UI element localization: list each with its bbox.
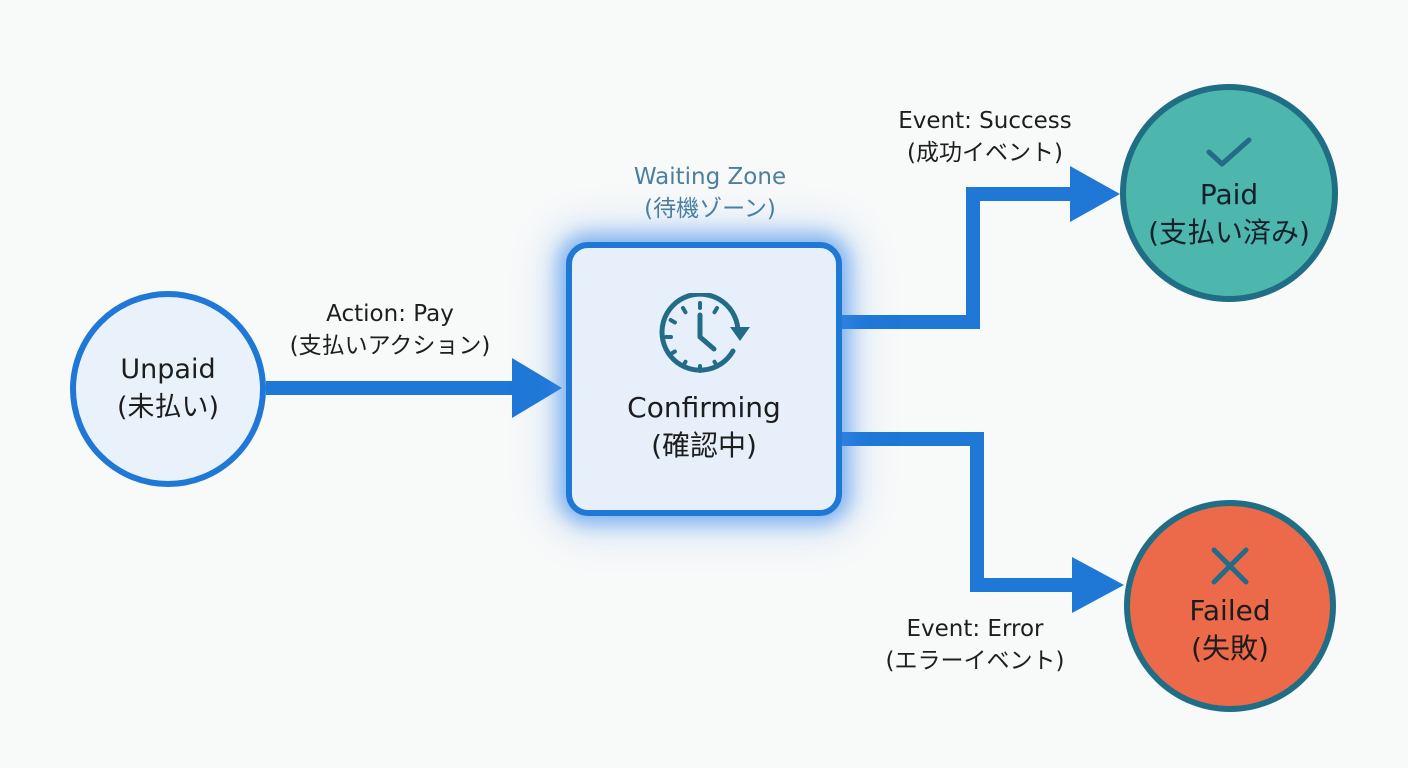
edge-label-pay-line1: Action: Pay: [326, 301, 454, 327]
state-unpaid-line1: Unpaid: [120, 354, 216, 385]
state-confirming-text: Confirming (確認中): [627, 389, 781, 465]
edge-label-success-line2: (成功イベント): [907, 140, 1063, 166]
edge-label-pay-line2: (支払いアクション): [289, 333, 491, 359]
edge-label-success-line1: Event: Success: [898, 108, 1072, 134]
edge-label-error-line2: (エラーイベント): [885, 648, 1065, 674]
state-paid-text: Paid (支払い済み): [1148, 176, 1310, 252]
edge-success-arrow: [842, 166, 1120, 329]
state-unpaid: Unpaid (未払い): [70, 291, 266, 487]
waiting-zone-label: Waiting Zone (待機ゾーン): [600, 161, 820, 225]
waiting-zone-line2: (待機ゾーン): [644, 196, 776, 222]
state-failed-line2: (失敗): [1191, 632, 1269, 665]
state-failed-line1: Failed: [1189, 594, 1271, 627]
edge-label-error-line1: Event: Error: [906, 616, 1044, 642]
edge-pay-arrow: [266, 358, 562, 418]
edge-label-success: Event: Success (成功イベント): [875, 105, 1095, 169]
state-paid-line2: (支払い済み): [1148, 216, 1310, 249]
state-paid: Paid (支払い済み): [1120, 84, 1338, 302]
checkmark-icon: [1206, 137, 1252, 167]
state-unpaid-line2: (未払い): [116, 392, 220, 423]
state-failed-text: Failed (失敗): [1189, 592, 1270, 668]
x-mark-icon: [1211, 547, 1249, 585]
state-paid-line1: Paid: [1199, 178, 1259, 211]
clock-refresh-icon: [659, 293, 750, 373]
state-unpaid-text: Unpaid (未払い): [117, 351, 219, 427]
state-failed: Failed (失敗): [1124, 500, 1336, 712]
edge-error-arrow: [842, 432, 1124, 613]
waiting-zone-line1: Waiting Zone: [633, 164, 787, 190]
state-confirming-line2: (確認中): [651, 429, 757, 462]
state-confirming: Confirming (確認中): [566, 242, 842, 516]
edge-label-pay: Action: Pay (支払いアクション): [270, 298, 510, 362]
edge-label-error: Event: Error (エラーイベント): [865, 613, 1085, 677]
state-confirming-line1: Confirming: [627, 391, 781, 424]
